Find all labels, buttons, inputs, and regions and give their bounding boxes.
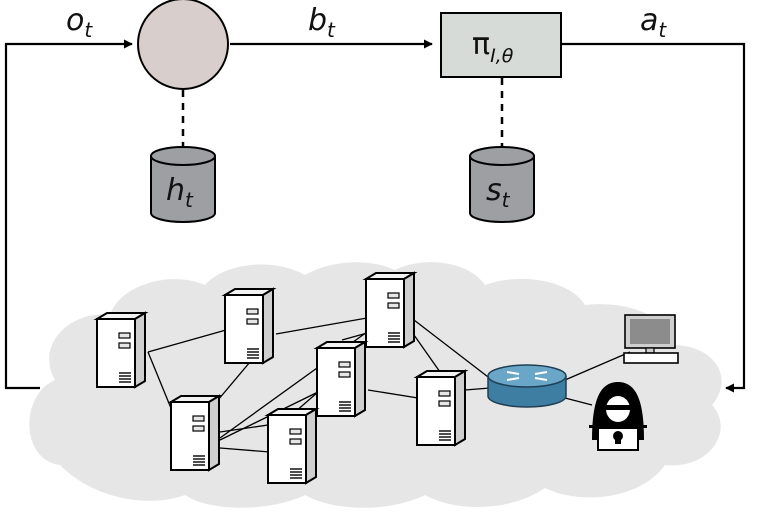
history-label: ht bbox=[166, 173, 194, 212]
server-icon bbox=[96, 312, 146, 388]
network-links bbox=[147, 317, 631, 453]
action-label: at bbox=[640, 3, 667, 42]
state-label: st bbox=[486, 173, 511, 212]
server-icon bbox=[316, 341, 366, 417]
observation-label: ot bbox=[66, 3, 93, 42]
server-icon bbox=[416, 370, 466, 446]
belief-node bbox=[137, 0, 229, 90]
belief-label: bt bbox=[308, 3, 336, 42]
feedback-loop bbox=[4, 39, 746, 393]
server-icon bbox=[267, 408, 317, 484]
workstation-icon bbox=[623, 314, 679, 364]
attacker-icon bbox=[589, 382, 647, 451]
server-icon bbox=[365, 272, 415, 348]
history-cylinder: ht bbox=[150, 146, 216, 223]
router-icon bbox=[487, 364, 567, 408]
policy-label: πI,θ bbox=[472, 27, 514, 67]
server-icon bbox=[224, 288, 274, 364]
policy-box bbox=[440, 12, 562, 78]
action-arrow bbox=[562, 42, 746, 393]
observation-arrow bbox=[4, 39, 133, 390]
server-icon bbox=[170, 395, 220, 471]
state-cylinder: st bbox=[469, 146, 535, 223]
